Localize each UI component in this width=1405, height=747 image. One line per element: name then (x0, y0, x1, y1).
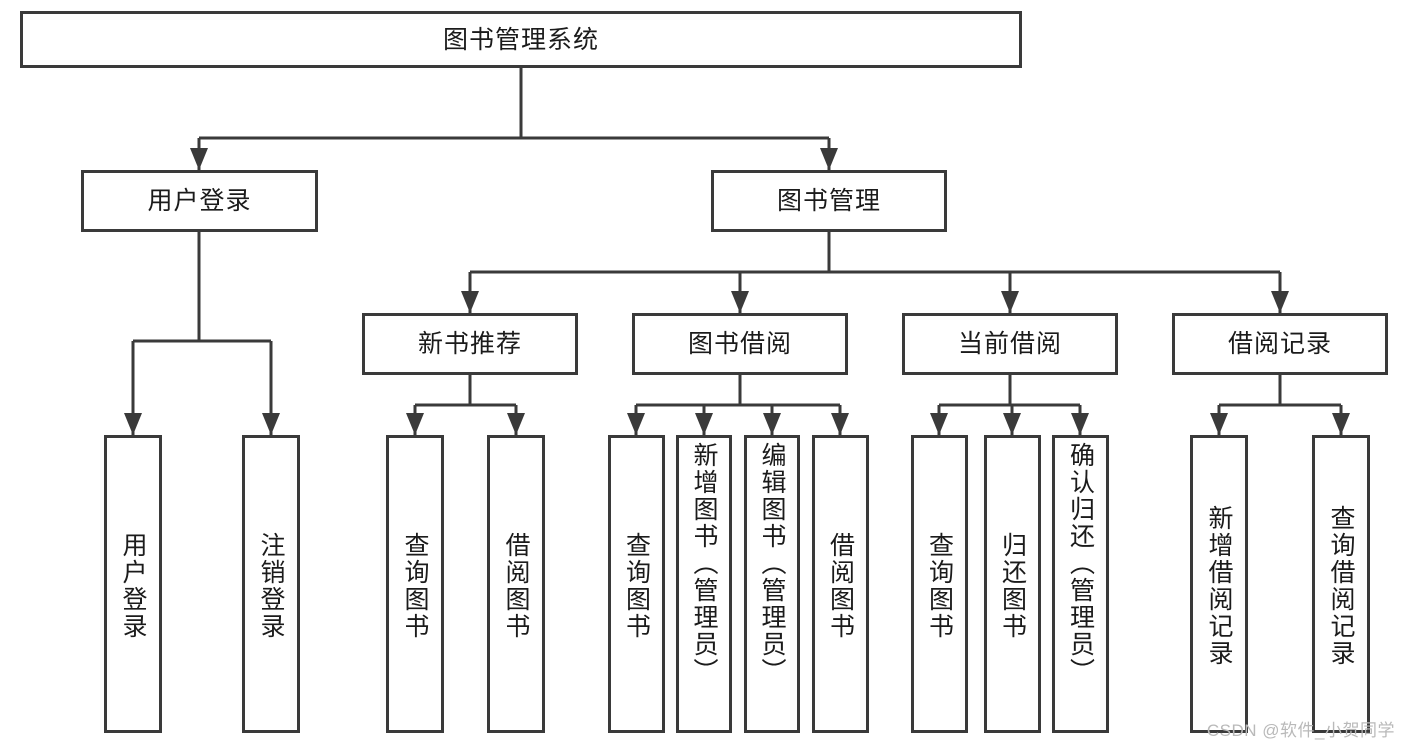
node-level3-0[interactable]: 新书推荐 (362, 313, 578, 375)
arrow-head-icon-g1-0 (627, 413, 645, 435)
node-label: 查询图书 (925, 532, 954, 640)
node-leaf-8[interactable]: 查询图书 (911, 435, 968, 733)
node-label: 用户登录 (119, 532, 147, 640)
node-leaf-12[interactable]: 查询借阅记录 (1312, 435, 1370, 733)
node-level2-0[interactable]: 用户登录 (81, 170, 318, 232)
node-label-wrap: 借阅图书 (815, 442, 866, 730)
arrow-head-icon-g0-1 (507, 413, 525, 435)
node-level3-1[interactable]: 图书借阅 (632, 313, 848, 375)
arrow-head-icon-g2-0 (930, 413, 948, 435)
arrow-head-icon-mgmt-0 (461, 291, 479, 313)
arrow-head-icon-g1-2 (763, 413, 781, 435)
node-leaf-5[interactable]: 新增图书（管理员） (676, 435, 732, 733)
node-label: 查询图书 (401, 532, 429, 640)
watermark-label: CSDN @软件_小贺同学 (1206, 721, 1395, 740)
node-label: 归还图书 (998, 532, 1027, 640)
arrow-head-icon-mgmt-3 (1271, 291, 1289, 313)
node-label-wrap: 查询借阅记录 (1315, 442, 1367, 730)
node-label-wrap: 新增借阅记录 (1193, 442, 1245, 730)
node-label: 借阅图书 (502, 532, 530, 640)
node-level3-3[interactable]: 借阅记录 (1172, 313, 1388, 375)
node-leaf-0[interactable]: 用户登录 (104, 435, 162, 733)
node-label: 新增图书（管理员） (690, 442, 718, 685)
node-label-wrap: 借阅图书 (490, 442, 542, 730)
arrow-head-icon-g2-1 (1003, 413, 1021, 435)
node-label-wrap: 编辑图书（管理员） (747, 442, 797, 730)
arrow-head-icon-user-0 (124, 413, 142, 435)
node-label: 新书推荐 (417, 330, 522, 358)
arrow-head-icon-g3-1 (1332, 413, 1350, 435)
node-leaf-3[interactable]: 借阅图书 (487, 435, 545, 733)
node-label-wrap: 新增图书（管理员） (679, 442, 729, 730)
arrow-head-icon-g1-3 (831, 413, 849, 435)
node-label: 图书借阅 (687, 330, 792, 358)
node-leaf-9[interactable]: 归还图书 (984, 435, 1041, 733)
arrow-head-icon-mgmt-2 (1001, 291, 1019, 313)
node-label: 图书管理 (776, 187, 881, 215)
node-label: 图书管理系统 (442, 25, 599, 54)
node-leaf-2[interactable]: 查询图书 (386, 435, 444, 733)
node-label-wrap: 查询图书 (389, 442, 441, 730)
node-level2-1[interactable]: 图书管理 (711, 170, 947, 232)
node-leaf-6[interactable]: 编辑图书（管理员） (744, 435, 800, 733)
node-leaf-4[interactable]: 查询图书 (608, 435, 665, 733)
arrow-head-icon-user-1 (262, 413, 280, 435)
node-leaf-11[interactable]: 新增借阅记录 (1190, 435, 1248, 733)
arrow-head-icon-root-0 (190, 148, 208, 170)
node-label: 借阅图书 (826, 532, 855, 640)
node-label-wrap: 用户登录 (107, 442, 159, 730)
arrow-head-icon-g2-2 (1071, 413, 1089, 435)
node-leaf-10[interactable]: 确认归还（管理员） (1052, 435, 1109, 733)
node-label-wrap: 归还图书 (987, 442, 1038, 730)
node-level3-2[interactable]: 当前借阅 (902, 313, 1118, 375)
node-label: 查询借阅记录 (1327, 505, 1355, 667)
node-label-wrap: 查询图书 (611, 442, 662, 730)
node-label: 新增借阅记录 (1205, 505, 1233, 667)
node-label: 注销登录 (257, 532, 285, 640)
node-label: 编辑图书（管理员） (758, 442, 786, 685)
node-label-wrap: 确认归还（管理员） (1055, 442, 1106, 730)
arrow-head-icon-g0-0 (406, 413, 424, 435)
node-leaf-1[interactable]: 注销登录 (242, 435, 300, 733)
node-leaf-7[interactable]: 借阅图书 (812, 435, 869, 733)
node-label: 用户登录 (147, 187, 252, 215)
arrow-head-icon-g1-1 (695, 413, 713, 435)
node-label-wrap: 查询图书 (914, 442, 965, 730)
arrow-head-icon-root-1 (820, 148, 838, 170)
node-label-wrap: 注销登录 (245, 442, 297, 730)
node-root-book-management-system[interactable]: 图书管理系统 (20, 11, 1022, 68)
node-label: 当前借阅 (957, 330, 1062, 358)
arrow-head-icon-g3-0 (1210, 413, 1228, 435)
node-label: 查询图书 (622, 532, 651, 640)
arrow-head-icon-mgmt-1 (731, 291, 749, 313)
node-label: 确认归还（管理员） (1066, 442, 1095, 685)
node-label: 借阅记录 (1227, 330, 1332, 358)
